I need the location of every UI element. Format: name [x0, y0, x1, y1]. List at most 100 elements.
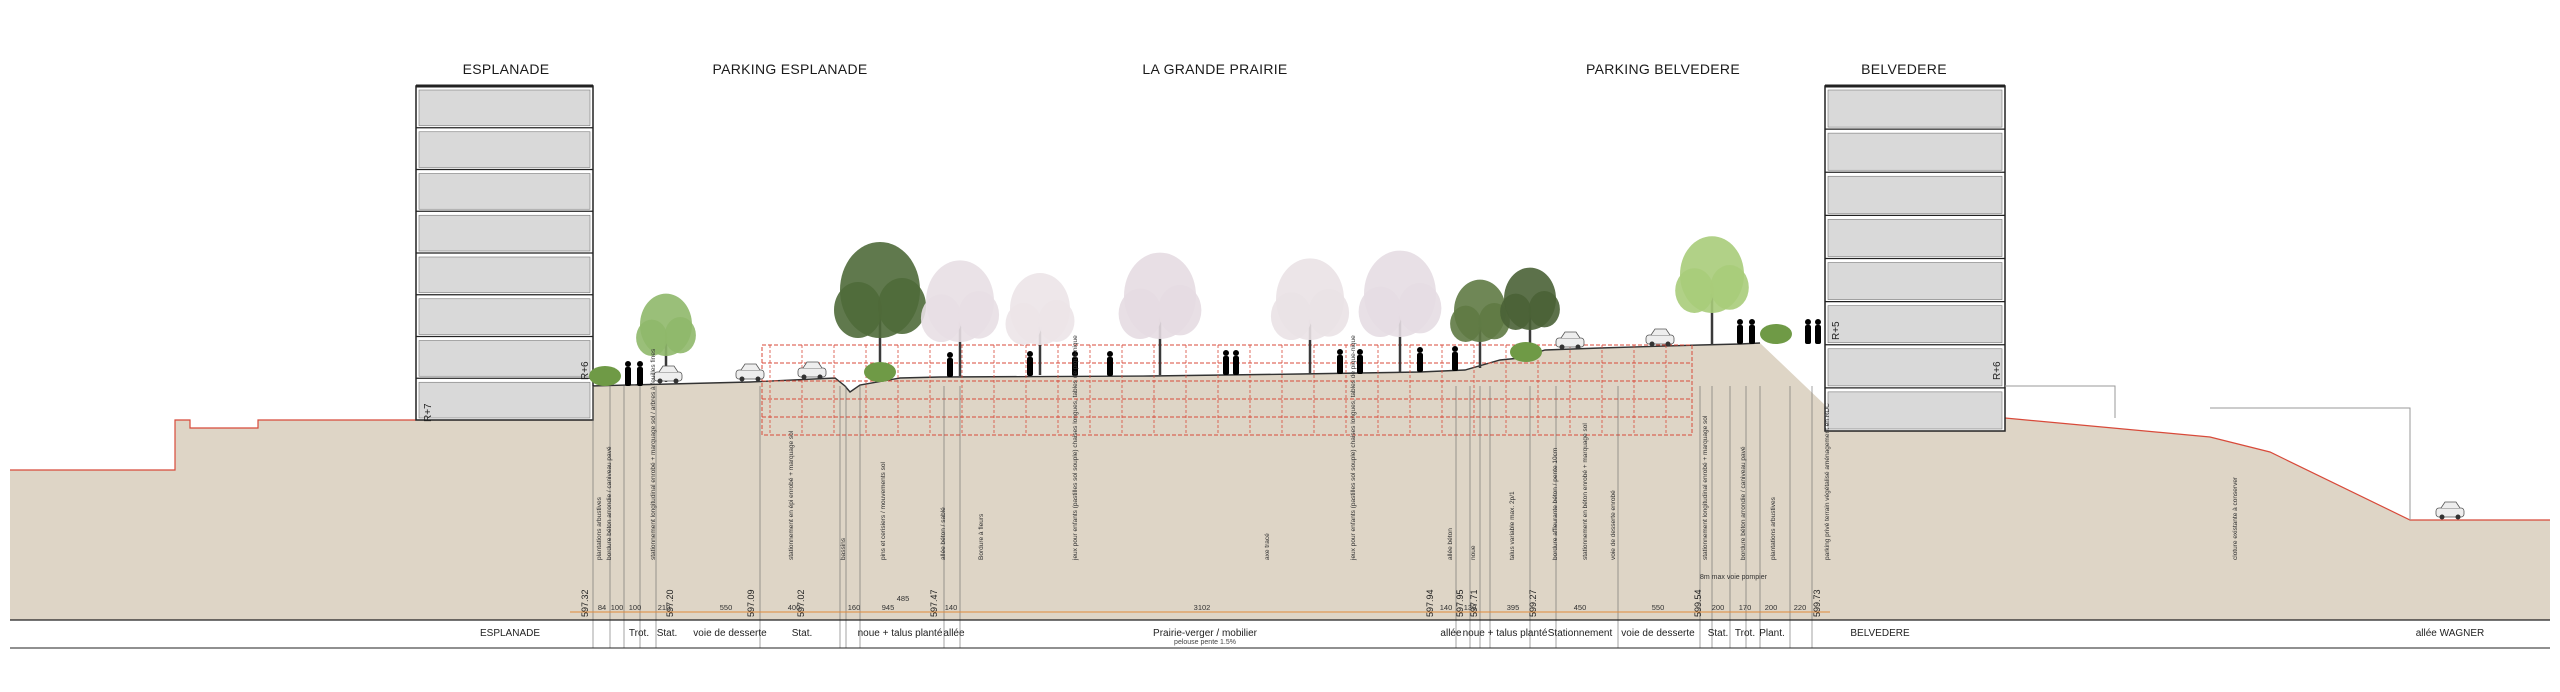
tree-crown	[1118, 288, 1162, 339]
tree-crown	[1450, 305, 1482, 342]
ground-fill	[10, 343, 2550, 620]
floor-panel	[418, 381, 591, 419]
zone-label: voie de desserte	[693, 628, 767, 639]
annotation-note: stationnement longitudinal enrobé + marq…	[1702, 415, 1709, 560]
annotation-note: noue	[1470, 545, 1477, 560]
tree	[1675, 236, 1749, 345]
floor-panel	[418, 131, 591, 168]
person-body	[637, 367, 643, 386]
person-body	[1737, 325, 1743, 344]
car-cabin	[802, 361, 823, 369]
ground-surface-line	[589, 342, 1761, 393]
tree-crown	[1398, 283, 1442, 334]
car-cabin	[1650, 328, 1671, 336]
tree-crown	[878, 278, 926, 334]
person-head	[1027, 351, 1033, 357]
annotation-note: bordure affleurante béton / pente 10cm	[1552, 447, 1559, 560]
tree	[1118, 252, 1202, 375]
car	[2435, 501, 2465, 520]
title-belvedere: BELVEDERE	[1861, 61, 1947, 77]
annotation-note: bassins	[840, 537, 847, 560]
zone-label: Trot.	[628, 628, 650, 639]
person-head	[625, 361, 631, 367]
dimension-label: 200	[1764, 603, 1778, 612]
zone-label: Trot.	[1734, 628, 1756, 639]
annotation-note: stationnement en épi enrobé + marquage s…	[788, 430, 795, 560]
tree	[636, 293, 696, 382]
floor-panel	[1827, 348, 2003, 387]
person-body	[1805, 325, 1811, 344]
zone-label: voie de desserte	[1621, 628, 1695, 639]
tree-crown	[1528, 291, 1560, 328]
car-wheel	[1559, 344, 1565, 350]
car	[1645, 328, 1675, 347]
person	[1233, 350, 1239, 375]
person-body	[1027, 357, 1033, 376]
car	[797, 361, 827, 380]
annotation-note: axe tracé	[1264, 533, 1271, 560]
neighbour-building	[2005, 385, 2116, 418]
annotation-note: jeux pour enfants (pastilles sol souple)…	[1350, 335, 1357, 560]
tree-crown	[1358, 286, 1402, 337]
floor-panel	[1827, 132, 2003, 171]
floor-panel	[418, 340, 591, 377]
car-wheel	[801, 374, 807, 380]
car-cabin	[1560, 331, 1581, 339]
annotation-note: stationnement longitudinal enrobé + marq…	[650, 348, 657, 560]
person-head	[1223, 350, 1229, 356]
annotation-note: bordure béton arrondie / caniveau pavé	[606, 446, 613, 560]
floor-panel	[1827, 175, 2003, 214]
person-body	[1223, 356, 1229, 375]
dimension-label: 210	[657, 603, 671, 612]
car-cabin	[658, 365, 679, 373]
title-parking-esplanade: PARKING ESPLANADE	[712, 61, 868, 77]
tree-crown	[1675, 268, 1714, 313]
dimension-guides	[592, 386, 1813, 648]
tree	[1270, 258, 1350, 374]
person-head	[1737, 319, 1743, 325]
floor-panel	[1827, 305, 2003, 344]
car-wheel	[739, 376, 745, 382]
annotation-note: Bordure à fleurs	[978, 513, 985, 560]
dimension-label: 130	[1463, 603, 1477, 612]
person-head	[1072, 351, 1078, 357]
zone-label: allée	[1440, 628, 1462, 639]
dim-top-485: 485	[896, 594, 910, 603]
zone-label: Stat.	[791, 628, 813, 639]
dimension-label: 550	[1651, 603, 1665, 612]
person-body	[947, 358, 953, 377]
person	[637, 361, 643, 386]
car	[735, 363, 765, 382]
person-body	[1815, 325, 1821, 344]
zone-label: Stat.	[656, 628, 678, 639]
tree-crown	[920, 294, 962, 343]
shrub	[1760, 324, 1792, 344]
title-grande-prairie: LA GRANDE PRAIRIE	[1142, 61, 1288, 77]
annotation-note: plantations arbustives	[1770, 497, 1777, 560]
floor-panel	[418, 89, 591, 127]
person-head	[947, 352, 953, 358]
building-belvedere	[1824, 84, 2006, 432]
car-cabin	[2440, 501, 2461, 509]
tree-crown	[1270, 292, 1312, 341]
floor-panel	[1827, 219, 2003, 257]
car-wheel	[1665, 341, 1671, 347]
annotation-note: talus variable max. 2p/1	[1509, 491, 1516, 560]
person-body	[1452, 352, 1458, 371]
zone-label: ESPLANADE	[479, 628, 541, 639]
person	[1417, 347, 1423, 372]
zone-label: Prairie-verger / mobilier	[1153, 628, 1257, 639]
dimension-label: 450	[1573, 603, 1587, 612]
dimension-label: 160	[847, 603, 861, 612]
car-wheel	[673, 378, 679, 384]
elevation-label: 597.09	[746, 589, 756, 617]
person-head	[1107, 351, 1113, 357]
building-esplanade	[415, 84, 594, 421]
person-body	[1417, 353, 1423, 372]
person	[1072, 351, 1078, 376]
tree	[1450, 279, 1510, 368]
dimension-label: 395	[1506, 603, 1520, 612]
floor-label-left-r6: R+6	[580, 361, 591, 380]
person-head	[1357, 349, 1363, 355]
person	[1223, 350, 1229, 375]
